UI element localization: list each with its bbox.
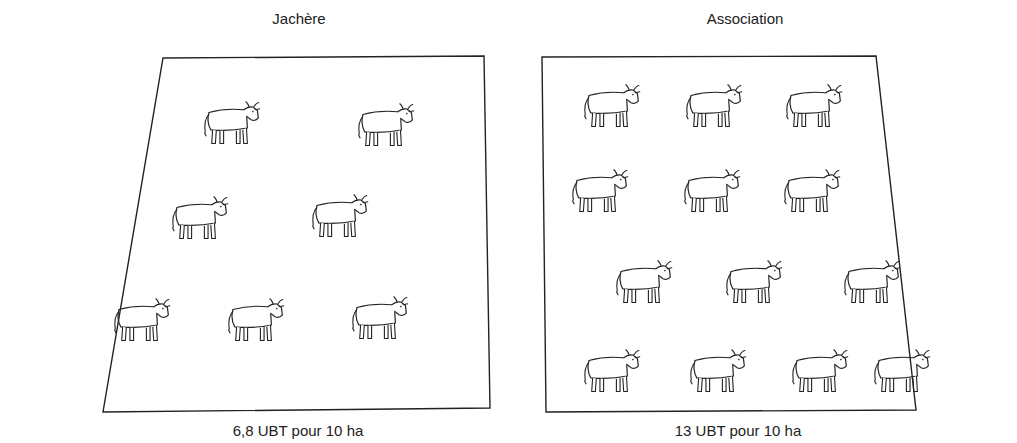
pasture-field: Jachère 6,8 UBT pour 10 ha [95,4,500,440]
field-outline [535,4,925,440]
stocking-rate: 13 UBT pour 10 ha [675,422,801,440]
pasture-field: Association 13 UBT pour 10 ha [535,4,925,440]
field-outline [95,4,500,440]
field-heading: Association [707,10,784,28]
stocking-rate: 6,8 UBT pour 10 ha [233,422,364,440]
field-heading: Jachère [272,10,325,28]
